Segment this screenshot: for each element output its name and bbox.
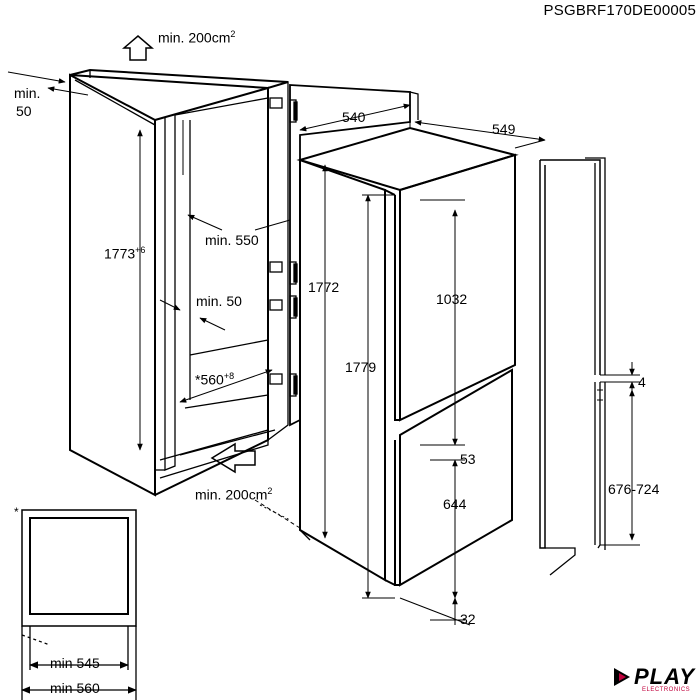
min-560-label: min 560	[50, 680, 100, 696]
appliance	[296, 126, 519, 587]
lower-door-label: 644	[443, 496, 467, 512]
door-width-label: 540	[342, 109, 366, 125]
open-door-panel	[289, 84, 419, 427]
niche-depth-label: min. 550	[205, 232, 259, 248]
niche-width-label: *560+8	[195, 371, 235, 388]
dimension-lines	[7, 35, 635, 626]
upper-door-label: 1032	[436, 291, 468, 307]
model-code: PSGBRF170DE00005	[543, 2, 696, 19]
plan-view	[21, 509, 137, 700]
top-gap-value: 50	[16, 103, 32, 119]
logo-subtext: ELECTRONICS	[642, 687, 691, 693]
ventilation-bottom-label: min. 200cm2	[195, 486, 273, 503]
ventilation-top-label: min. 200cm2	[158, 29, 236, 46]
hinges	[269, 97, 298, 397]
play-logo: PLAY ELECTRONICS	[612, 662, 698, 698]
bottom-gap-label: 32	[460, 611, 476, 627]
panel-gap-label: 4	[638, 374, 646, 390]
min-545-label: min 545	[50, 655, 100, 671]
side-view	[539, 157, 640, 576]
asterisk-note: *	[14, 505, 19, 519]
appliance-depth-label: 549	[492, 121, 516, 137]
door-gap-label: 53	[460, 451, 476, 467]
appliance-height-label: 1772	[308, 279, 340, 295]
logo-text: PLAY	[634, 664, 696, 689]
niche-cabinet	[69, 68, 289, 497]
logo-mark-icon	[614, 668, 630, 686]
lower-panel-label: 676-724	[608, 481, 660, 497]
total-height-label: 1779	[345, 359, 377, 375]
top-gap-label: min.	[14, 85, 41, 101]
niche-height-label: 1773+6	[104, 245, 146, 262]
rear-gap-label: min. 50	[196, 293, 242, 309]
